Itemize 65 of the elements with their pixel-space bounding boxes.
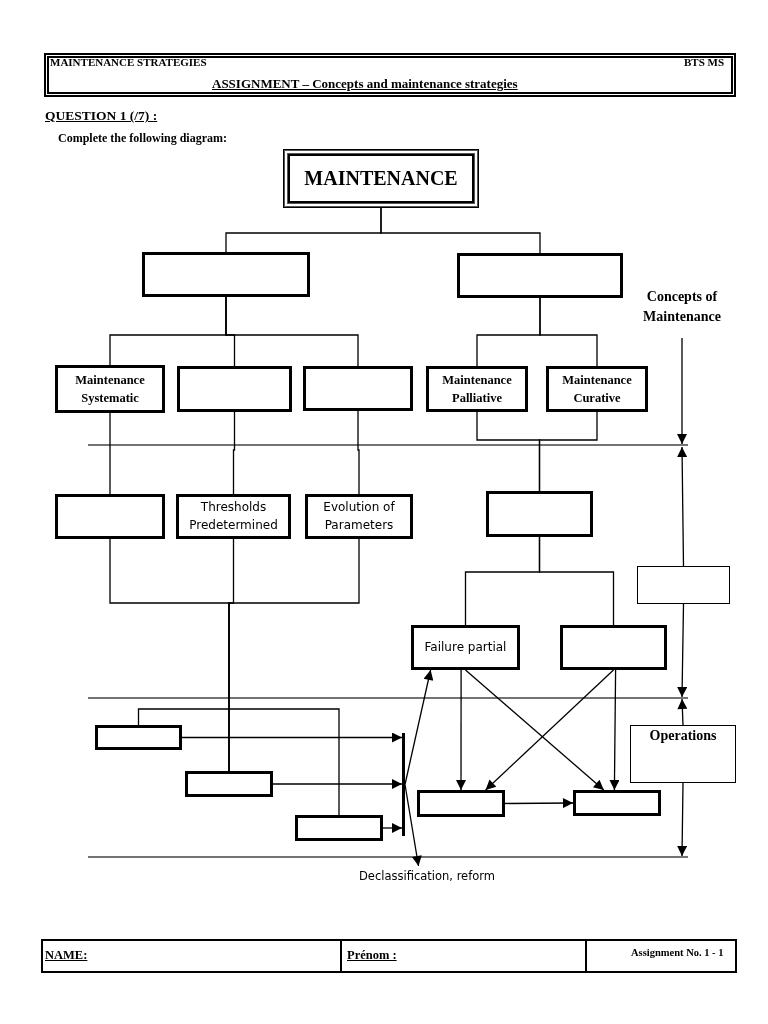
title-box xyxy=(284,150,478,207)
process-box xyxy=(546,366,648,412)
process-box xyxy=(177,366,292,412)
arrow xyxy=(677,337,687,445)
box-label: Thresholds Predetermined xyxy=(188,499,279,534)
process-box xyxy=(142,252,310,297)
section-heading: Concepts of Maintenance xyxy=(640,276,724,338)
arrow xyxy=(677,603,688,698)
first-name-label: Prénom : xyxy=(347,948,397,963)
annotation-text: Declassification, reform xyxy=(356,866,498,886)
arrow xyxy=(456,669,466,791)
connector-line xyxy=(538,536,615,626)
arrow xyxy=(504,798,574,809)
connector-line xyxy=(538,411,598,492)
connector-line xyxy=(539,297,598,367)
box-label: Operations xyxy=(648,727,718,745)
instruction-text: Complete the following diagram: xyxy=(58,131,227,146)
assignment-heading: ASSIGNMENT – Concepts and maintenance strategies xyxy=(212,76,518,92)
arrow xyxy=(677,782,688,857)
process-box xyxy=(411,625,520,670)
process-box xyxy=(486,491,593,537)
box-label: Maintenance Curative xyxy=(561,371,633,407)
box-label: Maintenance Palliative xyxy=(441,371,513,407)
arrow xyxy=(272,779,403,789)
process-box xyxy=(295,815,383,841)
name-label: NAME: xyxy=(45,948,88,963)
box-label: Maintenance Systematic xyxy=(74,371,146,407)
process-box xyxy=(55,494,165,539)
question-heading: QUESTION 1 (/7) : xyxy=(45,108,158,124)
assignment-number: Assignment No. 1 - 1 xyxy=(631,947,724,958)
junction-bar xyxy=(402,733,405,836)
arrow xyxy=(464,669,605,791)
arrow xyxy=(404,669,434,786)
process-box xyxy=(305,494,413,539)
process-box xyxy=(630,725,736,783)
process-box xyxy=(176,494,291,539)
arrow xyxy=(181,732,403,743)
process-box xyxy=(457,253,623,298)
arrow xyxy=(677,698,688,726)
header-text: MAINTENANCE STRATEGIES xyxy=(50,56,207,68)
arrow xyxy=(404,783,422,867)
arrow xyxy=(677,446,688,567)
connector-line xyxy=(228,538,360,772)
process-box xyxy=(417,790,505,817)
connector-line xyxy=(357,410,360,495)
process-box xyxy=(426,366,528,412)
connector-line xyxy=(109,412,111,495)
arrow xyxy=(382,823,403,833)
process-box xyxy=(560,625,667,670)
arrow xyxy=(484,669,615,791)
box-label: Failure partial xyxy=(423,638,508,656)
process-box xyxy=(55,365,165,413)
process-box xyxy=(185,771,273,797)
box-label: MAINTENANCE xyxy=(303,166,459,191)
connector-line xyxy=(380,206,541,254)
process-box xyxy=(303,366,413,411)
process-box xyxy=(637,566,730,604)
arrow xyxy=(609,669,620,791)
connector-line xyxy=(232,411,236,495)
process-box xyxy=(573,790,661,816)
connector-line xyxy=(137,708,340,816)
header-text: BTS MS xyxy=(684,56,725,68)
box-label: Evolution of Parameters xyxy=(322,499,396,534)
connector-line xyxy=(225,296,359,367)
process-box xyxy=(95,725,182,750)
